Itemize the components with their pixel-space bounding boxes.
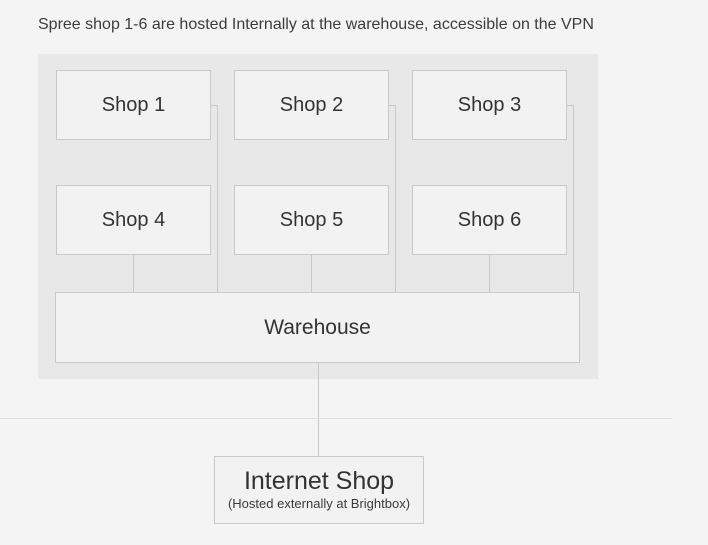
connector-shop1-stub (211, 105, 218, 106)
shop-3-node: Shop 3 (412, 70, 567, 140)
internet-shop-sublabel: (Hosted externally at Brightbox) (227, 495, 411, 511)
shop-6-node: Shop 6 (412, 185, 567, 255)
internet-shop-label: Internet Shop (243, 467, 395, 496)
diagram-caption: Spree shop 1-6 are hosted Internally at … (38, 16, 594, 33)
section-divider (0, 418, 672, 419)
warehouse-node: Warehouse (55, 292, 580, 363)
shop-2-node: Shop 2 (234, 70, 389, 140)
connector-shop3-stub (567, 105, 574, 106)
connector-shop2-warehouse (395, 105, 396, 292)
shop-5-node: Shop 5 (234, 185, 389, 255)
connector-shop1-warehouse (217, 105, 218, 292)
shop-4-label: Shop 4 (101, 208, 166, 231)
shop-1-label: Shop 1 (101, 93, 166, 116)
connector-shop3-warehouse (573, 105, 574, 292)
connector-shop2-stub (389, 105, 396, 106)
internet-shop-node: Internet Shop (Hosted externally at Brig… (214, 456, 424, 524)
shop-1-node: Shop 1 (56, 70, 211, 140)
connector-shop4-warehouse (133, 255, 134, 292)
shop-2-label: Shop 2 (279, 93, 344, 116)
shop-4-node: Shop 4 (56, 185, 211, 255)
connector-shop6-warehouse (489, 255, 490, 292)
warehouse-label: Warehouse (264, 315, 371, 339)
connector-shop5-warehouse (311, 255, 312, 292)
shop-3-label: Shop 3 (457, 93, 522, 116)
shop-6-label: Shop 6 (457, 208, 522, 231)
connector-warehouse-internet-shop (318, 363, 319, 456)
shop-5-label: Shop 5 (279, 208, 344, 231)
